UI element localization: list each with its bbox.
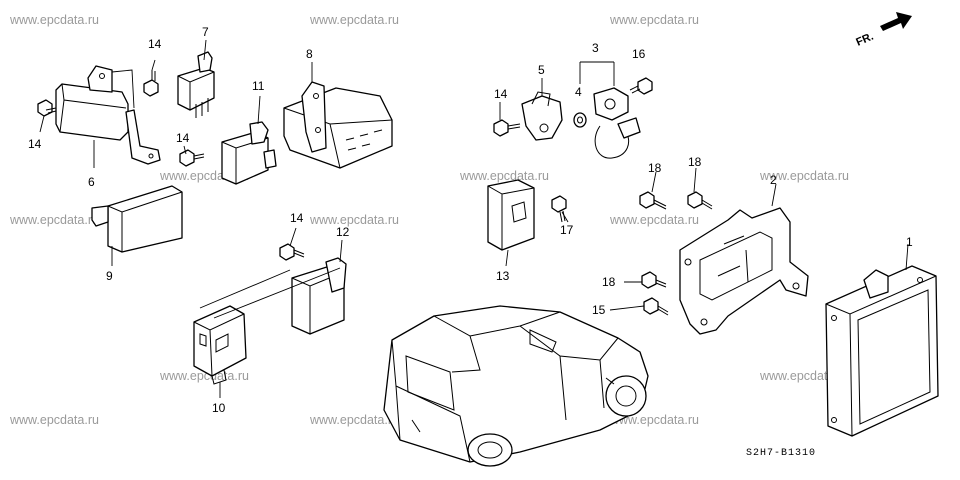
callout-14: 14 xyxy=(148,37,162,51)
callout-1: 1 xyxy=(906,235,913,249)
part-4-grommet xyxy=(573,112,587,128)
callout-7: 7 xyxy=(202,25,209,39)
part-3-sensor-harness xyxy=(579,61,641,159)
watermark: www.epcdata.ru xyxy=(609,13,699,27)
callout-14: 14 xyxy=(176,131,190,145)
part-18-bolt-a xyxy=(639,191,667,210)
front-label: FR. xyxy=(854,31,875,49)
watermark: www.epcdata.ru xyxy=(609,413,699,427)
callout-14: 14 xyxy=(494,87,508,101)
callout-15: 15 xyxy=(592,303,606,317)
callout-18: 18 xyxy=(602,275,616,289)
part-13-module xyxy=(487,179,535,251)
watermark: www.epcdata.ru xyxy=(159,369,249,383)
drawing-code: S2H7-B1310 xyxy=(746,448,816,459)
part-11-relay xyxy=(221,121,277,185)
part-18-bolt-c xyxy=(641,271,667,289)
callout-11: 11 xyxy=(252,79,265,93)
part-14-bolt-e xyxy=(493,119,521,137)
part-15-bolt xyxy=(643,297,669,316)
part-10-actuator xyxy=(193,267,341,385)
part-8-relay-box xyxy=(283,81,393,169)
front-arrow-icon xyxy=(880,12,912,31)
callout-18: 18 xyxy=(648,161,662,175)
part-14-bolt-c xyxy=(179,149,205,167)
watermark: www.epcdata.ru xyxy=(9,13,99,27)
part-12-module xyxy=(291,257,347,335)
callout-6: 6 xyxy=(88,175,95,189)
watermark: www.epcdata.ru xyxy=(9,213,99,227)
watermark: www.epcdata.ru xyxy=(309,213,399,227)
callout-4: 4 xyxy=(575,85,582,99)
callout-3: 3 xyxy=(592,41,599,55)
part-1-ecu xyxy=(825,265,939,437)
watermark: www.epcdata.ru xyxy=(609,213,699,227)
callout-8: 8 xyxy=(306,47,313,61)
callout-14: 14 xyxy=(290,211,304,225)
part-6-control-unit xyxy=(55,65,161,165)
watermark: www.epcdata.ru xyxy=(309,413,399,427)
callout-17: 17 xyxy=(560,223,574,237)
callout-14: 14 xyxy=(28,137,42,151)
front-direction-indicator: FR. xyxy=(854,12,912,49)
callout-13: 13 xyxy=(496,269,510,283)
part-7-relay xyxy=(177,51,215,118)
callout-2: 2 xyxy=(770,173,777,187)
part-9-control-unit xyxy=(91,185,183,253)
watermark: www.epcdata.ru xyxy=(309,13,399,27)
part-18-bolt-b xyxy=(687,191,713,210)
part-17-bolt xyxy=(551,195,567,223)
callout-10: 10 xyxy=(212,401,226,415)
part-14-bolt-d xyxy=(279,243,305,261)
callout-18: 18 xyxy=(688,155,702,169)
callout-labels: 1 2 3 4 5 6 7 8 9 10 11 12 13 14 14 14 1… xyxy=(28,25,913,415)
leader-lines xyxy=(39,39,909,398)
part-5-sensor-bracket xyxy=(521,78,563,141)
callout-16: 16 xyxy=(632,47,646,61)
part-14-bolt-a xyxy=(37,99,57,117)
callout-5: 5 xyxy=(538,63,545,77)
watermark: www.epcdata.ru xyxy=(9,413,99,427)
part-14-bolt-b xyxy=(143,70,159,97)
part-2-ecu-bracket xyxy=(679,207,809,335)
watermark: www.epcdata.ru xyxy=(759,169,849,183)
vehicle-outline xyxy=(383,305,649,467)
callout-9: 9 xyxy=(106,269,113,283)
watermark: www.epcdata.ru xyxy=(459,169,549,183)
callout-12: 12 xyxy=(336,225,350,239)
part-16-bolt xyxy=(629,77,653,95)
